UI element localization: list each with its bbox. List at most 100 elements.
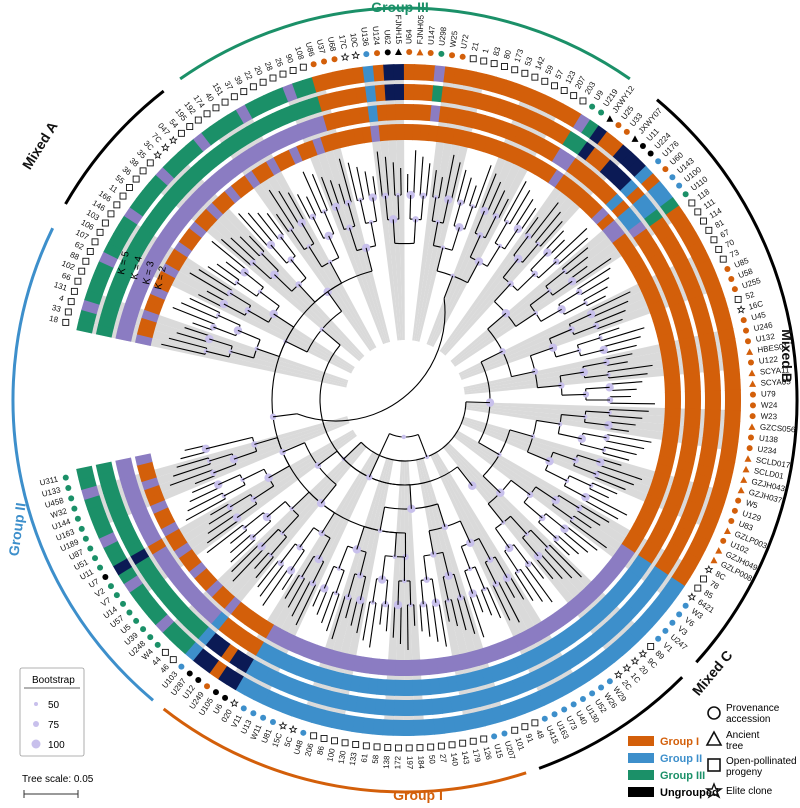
tree-branch: [323, 566, 335, 589]
ring-segment: [174, 241, 193, 258]
ring-segment: [296, 660, 311, 679]
bootstrap-node: [336, 566, 342, 571]
ring-segment: [255, 641, 272, 661]
ring-segment: [243, 611, 261, 630]
ring-segment: [143, 252, 163, 269]
ring-segment: [237, 606, 254, 625]
ring-segment: [663, 416, 681, 427]
progeny-marker-icon: [521, 723, 529, 731]
ring-segment: [237, 175, 255, 194]
ring-segment: [537, 664, 554, 684]
tip-label: 108: [293, 45, 306, 61]
tree-branch: [502, 258, 519, 278]
tree-branch: [252, 262, 271, 280]
tree-branch: [494, 221, 508, 244]
tip-label: 33: [51, 303, 62, 314]
ring-segment: [128, 285, 147, 301]
provenance-marker-icon: [260, 714, 267, 721]
tip-label: U124: [371, 26, 382, 46]
ring-segment: [505, 145, 521, 164]
ring-segment: [273, 153, 289, 172]
ring-segment: [209, 120, 228, 140]
tree-branch: [400, 168, 402, 196]
progeny-marker-icon: [78, 267, 86, 275]
progeny-marker-icon: [373, 743, 381, 751]
tip-label: 59: [544, 63, 556, 75]
ring-segment: [245, 121, 263, 141]
bootstrap-node: [358, 197, 363, 203]
ring-segment: [176, 634, 196, 655]
tree-branch: [425, 163, 431, 197]
mixed-c-label: Mixed C: [689, 647, 736, 698]
tree-branch: [282, 515, 300, 534]
ring-segment: [437, 676, 450, 694]
bootstrap-node: [581, 492, 590, 502]
tip-label: 91: [524, 733, 536, 745]
group-iii-legend-label: Group III: [660, 770, 705, 782]
provenance-marker-icon: [561, 706, 568, 713]
ring-segment: [704, 400, 721, 411]
tip-label: 143: [460, 750, 471, 765]
tree-branch: [266, 213, 284, 236]
ancient-tree-marker-icon: [715, 547, 723, 554]
ring-segment: [145, 571, 165, 590]
ring-segment: [435, 657, 447, 675]
ring-segment: [572, 618, 591, 638]
tree-branch: [189, 297, 220, 314]
ring-segment: [622, 214, 642, 232]
ring-segment: [331, 712, 346, 731]
progeny-marker-icon: [269, 74, 277, 82]
ring-segment: [527, 156, 544, 175]
tree-branch: [273, 313, 295, 328]
ring-segment: [386, 659, 397, 676]
ring-segment: [271, 131, 288, 150]
ring-segment: [632, 194, 652, 213]
ring-segment: [412, 719, 425, 736]
ring-segment: [157, 195, 177, 214]
ring-segment: [677, 267, 697, 284]
bootstrap-node: [251, 441, 258, 448]
progeny-marker-icon: [279, 70, 287, 78]
provenance-marker-icon: [639, 143, 646, 150]
ring-segment: [579, 612, 598, 632]
ring-segment: [303, 641, 318, 660]
ring-segment: [715, 317, 734, 333]
tree-branch: [253, 485, 274, 500]
ring-segment: [660, 197, 680, 216]
ring-segment: [611, 550, 631, 568]
progeny-marker-icon: [511, 726, 519, 734]
ring-segment: [103, 241, 123, 259]
tree-branch: [580, 443, 604, 451]
progeny-marker-icon: [230, 93, 238, 101]
progeny-marker-icon: [62, 318, 70, 326]
tree-branch: [605, 353, 633, 360]
ring-segment: [695, 322, 714, 337]
ring-segment: [489, 117, 504, 136]
tree-branch: [601, 327, 645, 342]
provenance-marker-icon: [459, 53, 466, 60]
progeny-marker-icon: [551, 82, 559, 90]
bootstrap-node: [480, 206, 489, 216]
tree-branch: [345, 597, 352, 619]
ring-segment: [669, 250, 689, 267]
ring-segment: [394, 659, 405, 676]
progeny-marker-icon: [194, 116, 202, 124]
tree-branch: [236, 503, 258, 519]
ring-segment: [220, 643, 239, 663]
tree-branch: [329, 261, 343, 284]
tree-branch: [459, 520, 471, 544]
group-ii-legend-label: Group II: [660, 753, 702, 765]
ring-segment: [513, 127, 529, 146]
ring-segment: [521, 108, 538, 128]
provenance-marker-icon: [331, 56, 338, 63]
bootstrap-node: [286, 566, 296, 575]
tip-label: 66: [61, 271, 73, 283]
ring-segment: [280, 631, 296, 651]
ring-segment: [431, 85, 444, 103]
ring-segment: [428, 125, 439, 142]
tree-branch: [525, 565, 553, 603]
ring-segment: [601, 563, 620, 581]
provenance-marker-icon: [92, 555, 99, 562]
ring-segment: [723, 368, 741, 382]
